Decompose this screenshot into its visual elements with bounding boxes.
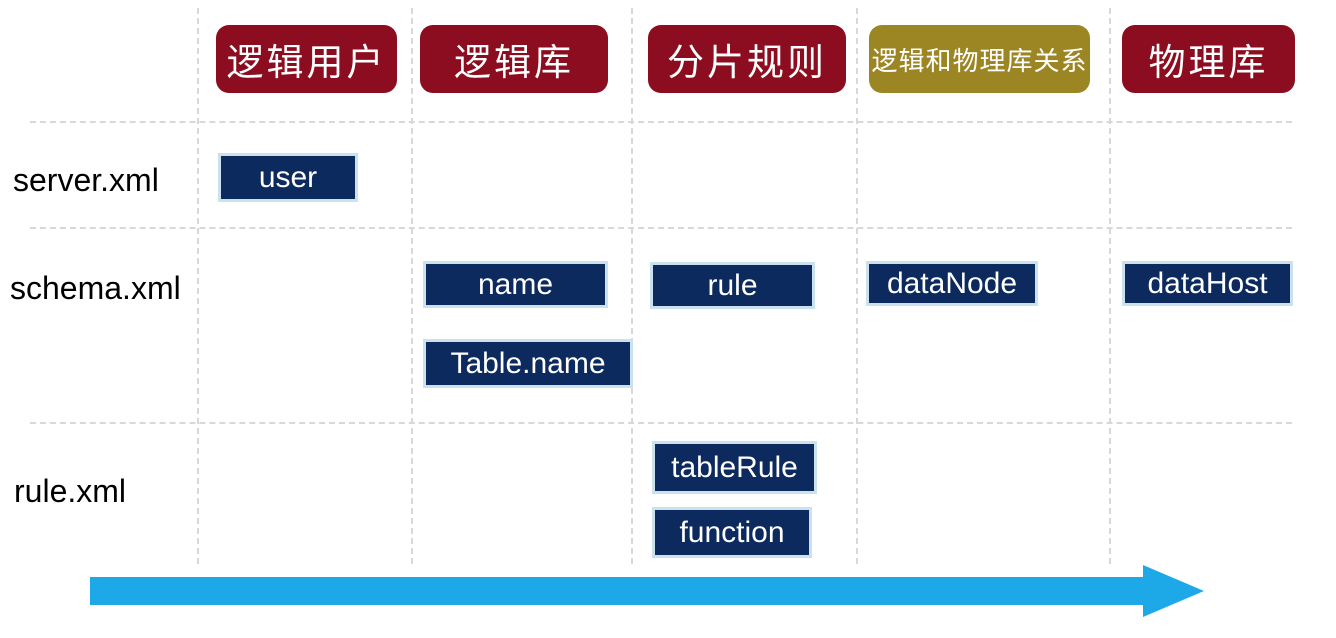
item-box-label: name — [477, 267, 554, 301]
column-header-label: 逻辑用户 — [226, 43, 387, 84]
grid-hline — [30, 227, 1292, 229]
item-box-label: tableRule — [671, 450, 798, 484]
grid-vline — [856, 8, 858, 564]
item-box-datahost: dataHost — [1122, 261, 1293, 306]
row-label-server-xml: server.xml — [13, 162, 159, 198]
column-header-sharding-rule: 分片规则 — [648, 25, 846, 93]
grid-hline — [30, 422, 1292, 424]
item-box-label: rule — [707, 268, 758, 302]
item-box-tablerule: tableRule — [652, 441, 817, 494]
item-box-function: function — [652, 507, 812, 558]
item-box-rule: rule — [650, 262, 815, 309]
row-label-rule-xml: rule.xml — [14, 473, 127, 509]
grid-vline — [1109, 8, 1111, 564]
item-box-label: dataHost — [1147, 266, 1268, 300]
flow-arrow-head-icon — [1143, 565, 1204, 617]
row-label-schema-xml: schema.xml — [10, 270, 181, 306]
grid-vline — [411, 8, 413, 564]
item-box-datanode: dataNode — [866, 261, 1038, 306]
grid-hline — [30, 121, 1292, 123]
item-box-table-name: Table.name — [423, 339, 633, 388]
column-header-label: 逻辑库 — [454, 43, 574, 84]
column-header-label: 逻辑和物理库关系 — [871, 46, 1088, 76]
item-box-label: user — [258, 160, 318, 194]
column-header-label: 分片规则 — [667, 43, 827, 84]
column-header-physical-db: 物理库 — [1122, 25, 1295, 93]
column-header-logical-db: 逻辑库 — [420, 25, 608, 93]
flow-arrow-body — [90, 577, 1143, 605]
column-header-logical-physical-relation: 逻辑和物理库关系 — [869, 25, 1090, 93]
item-box-label: Table.name — [450, 346, 606, 380]
item-box-name: name — [423, 261, 608, 308]
column-header-logical-user: 逻辑用户 — [216, 25, 397, 93]
column-header-label: 物理库 — [1148, 43, 1269, 84]
item-box-label: function — [679, 515, 785, 549]
item-box-label: dataNode — [886, 266, 1018, 300]
item-box-user: user — [218, 153, 358, 202]
grid-vline — [631, 8, 633, 564]
grid-vline — [197, 8, 199, 564]
